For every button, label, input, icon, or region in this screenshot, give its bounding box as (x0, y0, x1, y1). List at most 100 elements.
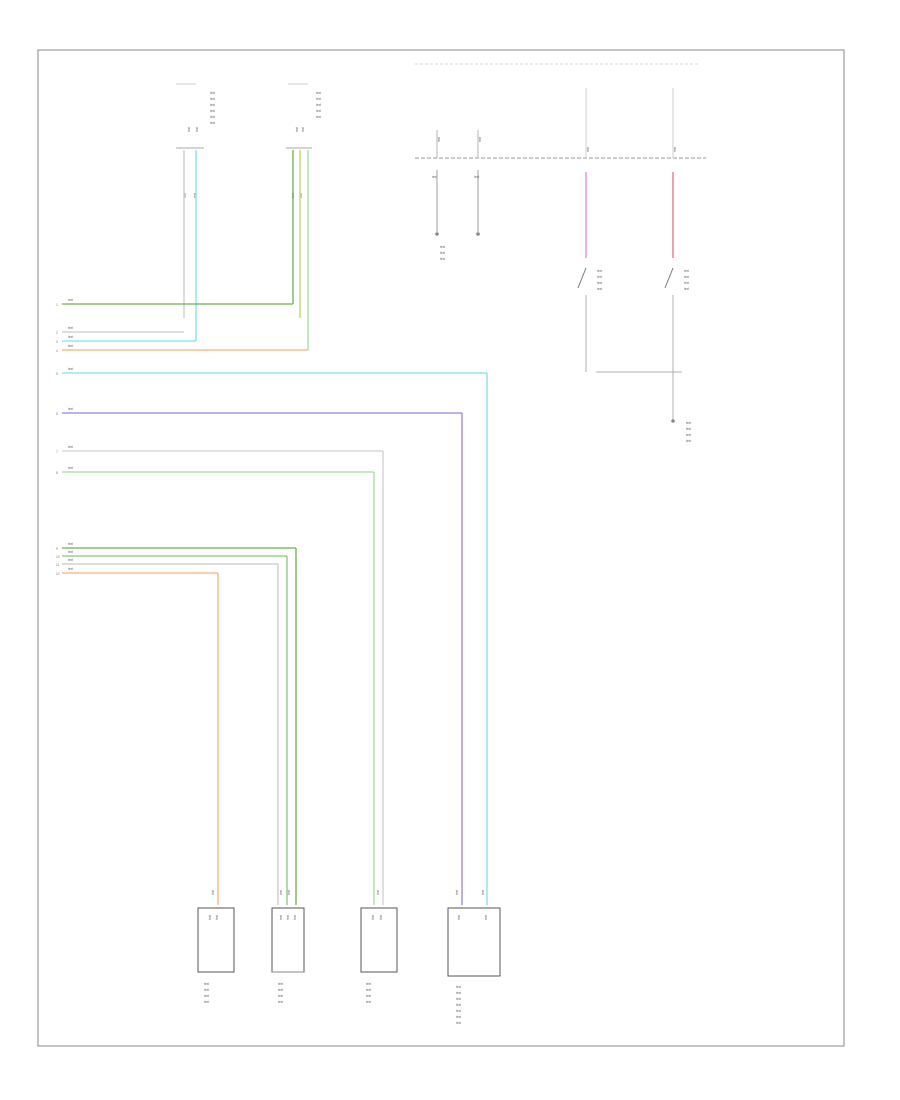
svg-text:5: 5 (56, 372, 58, 376)
svg-text:text: text (586, 147, 590, 152)
svg-text:text: text (316, 91, 321, 95)
svg-text:text: text (597, 281, 602, 285)
svg-text:text: text (686, 427, 691, 431)
svg-text:text: text (68, 298, 73, 302)
svg-text:text: text (484, 915, 488, 920)
svg-text:text: text (440, 245, 445, 249)
lower-component-1: text text text text text text (197, 907, 235, 1004)
svg-text:text: text (68, 344, 73, 348)
svg-text:4: 4 (56, 349, 58, 353)
svg-text:text: text (456, 1003, 461, 1007)
svg-text:text: text (456, 1021, 461, 1025)
svg-text:text: text (366, 988, 371, 992)
svg-text:text: text (440, 257, 445, 261)
svg-text:text: text (278, 994, 283, 998)
svg-text:text: text (210, 121, 215, 125)
svg-text:text: text (474, 175, 479, 179)
svg-text:text: text (295, 127, 299, 132)
svg-text:text: text (316, 97, 321, 101)
svg-text:1: 1 (56, 303, 58, 307)
top-right-switch-2: text text text text text text text text … (664, 88, 691, 443)
svg-text:text: text (210, 109, 215, 113)
svg-text:text: text (278, 982, 283, 986)
svg-text:text: text (597, 275, 602, 279)
lower-component-3: text text text text text text (360, 907, 398, 1004)
svg-text:text: text (432, 175, 437, 179)
svg-text:6: 6 (56, 412, 58, 416)
svg-text:text: text (597, 269, 602, 273)
svg-text:text: text (686, 439, 691, 443)
svg-text:text: text (456, 991, 461, 995)
svg-text:text: text (316, 109, 321, 113)
svg-text:text: text (195, 127, 199, 132)
svg-text:text: text (457, 915, 461, 920)
svg-text:11: 11 (56, 563, 60, 567)
svg-text:text: text (673, 147, 677, 152)
svg-text:text: text (286, 915, 290, 920)
svg-text:text: text (68, 367, 73, 371)
top-right-ground-assembly: text text text text text text text (432, 130, 482, 261)
svg-text:3: 3 (56, 340, 58, 344)
svg-text:text: text (376, 890, 380, 895)
svg-text:text: text (481, 890, 485, 895)
svg-text:text: text (210, 103, 215, 107)
svg-text:text: text (455, 890, 459, 895)
lower-component-4: text text text text text text text text … (447, 907, 501, 1025)
svg-text:8: 8 (56, 471, 58, 475)
svg-text:text: text (68, 407, 73, 411)
svg-text:text: text (68, 542, 73, 546)
svg-text:text: text (437, 137, 441, 142)
svg-text:text: text (456, 985, 461, 989)
svg-text:text: text (68, 567, 73, 571)
svg-text:text: text (211, 890, 215, 895)
svg-text:text: text (279, 915, 283, 920)
svg-text:text: text (68, 466, 73, 470)
svg-text:text: text (686, 433, 691, 437)
lower-component-2: text text text text text text text (271, 907, 305, 1004)
svg-text:text: text (686, 421, 691, 425)
svg-text:text: text (684, 275, 689, 279)
svg-text:text: text (68, 550, 73, 554)
lower-wire-labels: text text text text text text (211, 890, 485, 895)
svg-text:text: text (215, 915, 219, 920)
svg-text:text: text (366, 994, 371, 998)
svg-text:text: text (204, 994, 209, 998)
top-left-connector-a: text text text text text text text text … (176, 83, 215, 198)
svg-text:text: text (456, 997, 461, 1001)
svg-text:text: text (287, 890, 291, 895)
svg-text:text: text (68, 445, 73, 449)
svg-text:text: text (301, 127, 305, 132)
svg-text:text: text (193, 193, 197, 198)
svg-text:text: text (478, 137, 482, 142)
left-wire-labels: 1 2 3 4 5 6 7 8 9 10 11 12 text text tex… (56, 298, 73, 576)
svg-text:text: text (68, 558, 73, 562)
svg-text:text: text (456, 1015, 461, 1019)
svg-text:text: text (183, 193, 187, 198)
svg-text:text: text (68, 335, 73, 339)
svg-text:text: text (279, 890, 283, 895)
svg-text:text: text (684, 287, 689, 291)
svg-text:12: 12 (56, 572, 60, 576)
svg-text:text: text (204, 988, 209, 992)
svg-text:text: text (366, 982, 371, 986)
svg-text:text: text (278, 988, 283, 992)
svg-text:text: text (379, 915, 383, 920)
svg-text:text: text (187, 127, 191, 132)
svg-text:text: text (684, 269, 689, 273)
svg-text:7: 7 (56, 450, 58, 454)
svg-text:text: text (204, 982, 209, 986)
svg-text:text: text (316, 115, 321, 119)
svg-text:9: 9 (56, 547, 58, 551)
svg-text:text: text (371, 915, 375, 920)
top-right-switch-1: text text text text text (577, 88, 682, 373)
svg-text:text: text (68, 326, 73, 330)
svg-text:text: text (456, 1009, 461, 1013)
top-left-connector-b: text text text text text text text text … (286, 83, 321, 198)
svg-text:text: text (208, 915, 212, 920)
svg-text:text: text (299, 193, 303, 198)
svg-text:text: text (210, 97, 215, 101)
svg-text:text: text (278, 1000, 283, 1004)
diagram-frame (37, 49, 845, 1047)
svg-text:text: text (366, 1000, 371, 1004)
